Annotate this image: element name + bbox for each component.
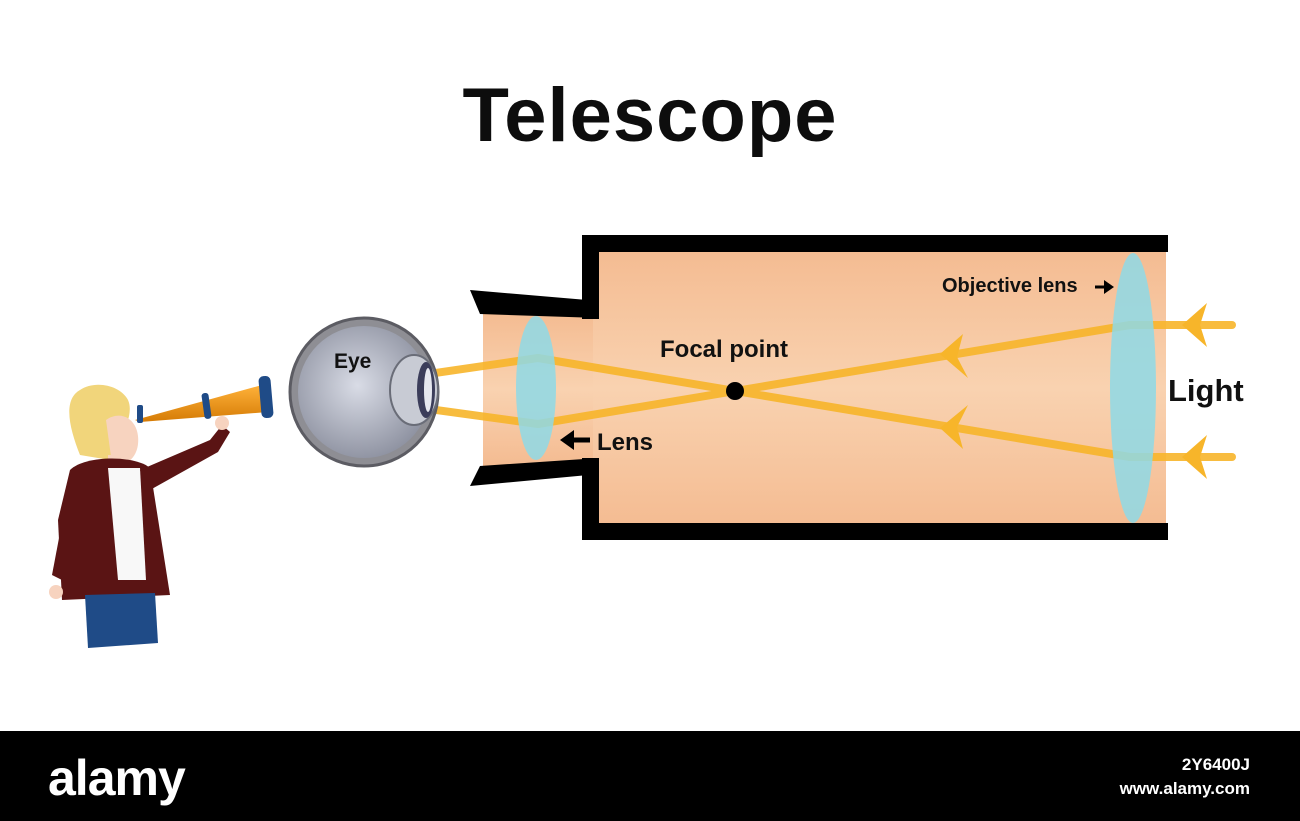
lens-arrow bbox=[560, 430, 590, 450]
focal-point-dot bbox=[726, 382, 744, 400]
eye-illustration bbox=[288, 316, 440, 468]
diagram-canvas: Eye Focal point Lens Objective lens Ligh… bbox=[49, 235, 1244, 648]
light-label: Light bbox=[1168, 373, 1244, 408]
focal-point-label: Focal point bbox=[660, 336, 788, 363]
eyepiece-lens bbox=[516, 316, 556, 460]
watermark-site: www.alamy.com bbox=[1119, 779, 1250, 798]
objective-lens bbox=[1110, 253, 1156, 523]
page-title: Telescope bbox=[462, 73, 838, 158]
watermark-image-id: 2Y6400J bbox=[1181, 755, 1250, 774]
person-illustration bbox=[49, 375, 274, 648]
light-ray-arrows bbox=[940, 303, 1207, 479]
objective-lens-arrow bbox=[1095, 280, 1114, 294]
watermark-logo: alamy bbox=[48, 750, 186, 806]
lens-label: Lens bbox=[597, 429, 653, 456]
eye-label: Eye bbox=[334, 350, 371, 373]
telescope-tube bbox=[470, 235, 1168, 540]
objective-lens-label: Objective lens bbox=[942, 275, 1078, 297]
watermark-footer: alamy 2Y6400J www.alamy.com bbox=[0, 731, 1300, 821]
